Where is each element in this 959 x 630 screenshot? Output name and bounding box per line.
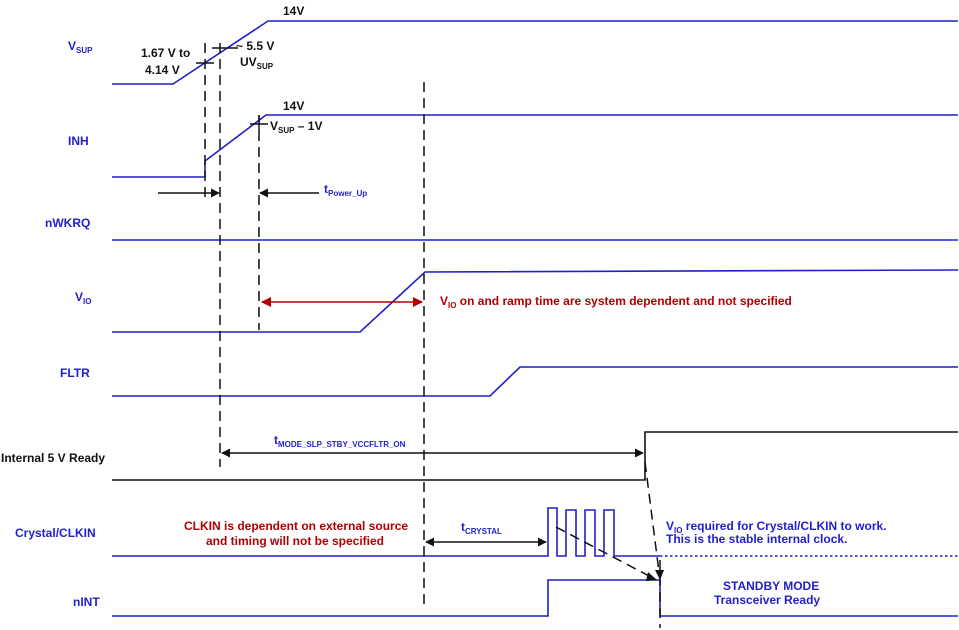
vsup-label: VSUP bbox=[68, 39, 93, 55]
cause-arrow-clock-to-nint bbox=[555, 526, 652, 578]
nint-waveform bbox=[112, 579, 958, 617]
vsup-level-label: 14V bbox=[283, 4, 304, 18]
transceiver-ready-label: Transceiver Ready bbox=[714, 593, 820, 607]
vio-required-note: VIO required for Crystal/CLKIN to work. bbox=[666, 519, 887, 535]
crystal-waveform bbox=[112, 507, 660, 557]
vio-ramp-note: VIO on and ramp time are system dependen… bbox=[440, 294, 792, 310]
t-mode-label: tMODE_SLP_STBY_VCCFLTR_ON bbox=[274, 433, 406, 449]
inh-label: INH bbox=[68, 134, 89, 148]
crystal-label: Crystal/CLKIN bbox=[15, 526, 96, 540]
t-crystal-label: tCRYSTAL bbox=[461, 520, 502, 536]
clkin-note-line2: and timing will not be specified bbox=[206, 534, 384, 548]
clkin-note-line1: CLKIN is dependent on external source bbox=[184, 519, 408, 533]
nwkrq-label: nWKRQ bbox=[45, 216, 90, 230]
fltr-waveform bbox=[112, 366, 958, 397]
uvsup-label: UVSUP bbox=[240, 55, 274, 71]
vio-label: VIO bbox=[75, 290, 91, 306]
t-power-up-label: tPower_Up bbox=[324, 182, 367, 198]
threshold-low-line2: 4.14 V bbox=[145, 63, 180, 77]
inh-level-label: 14V bbox=[283, 99, 304, 113]
internal-5v-waveform bbox=[112, 431, 958, 481]
inh-threshold-label: VSUP – 1V bbox=[270, 119, 323, 135]
nint-label: nINT bbox=[73, 595, 100, 609]
stable-clock-note: This is the stable internal clock. bbox=[666, 532, 847, 546]
threshold-high-label: ~ 5.5 V bbox=[236, 39, 274, 53]
internal-5v-label: Internal 5 V Ready bbox=[1, 451, 105, 465]
threshold-low-line1: 1.67 V to bbox=[141, 46, 190, 60]
cause-arrowhead-5v bbox=[655, 570, 664, 580]
cause-arrowhead-clock bbox=[646, 572, 657, 581]
standby-mode-label: STANDBY MODE bbox=[723, 579, 819, 593]
inh-waveform bbox=[112, 114, 958, 178]
fltr-label: FLTR bbox=[60, 366, 90, 380]
cause-arrow-5v-to-nint bbox=[644, 461, 660, 573]
